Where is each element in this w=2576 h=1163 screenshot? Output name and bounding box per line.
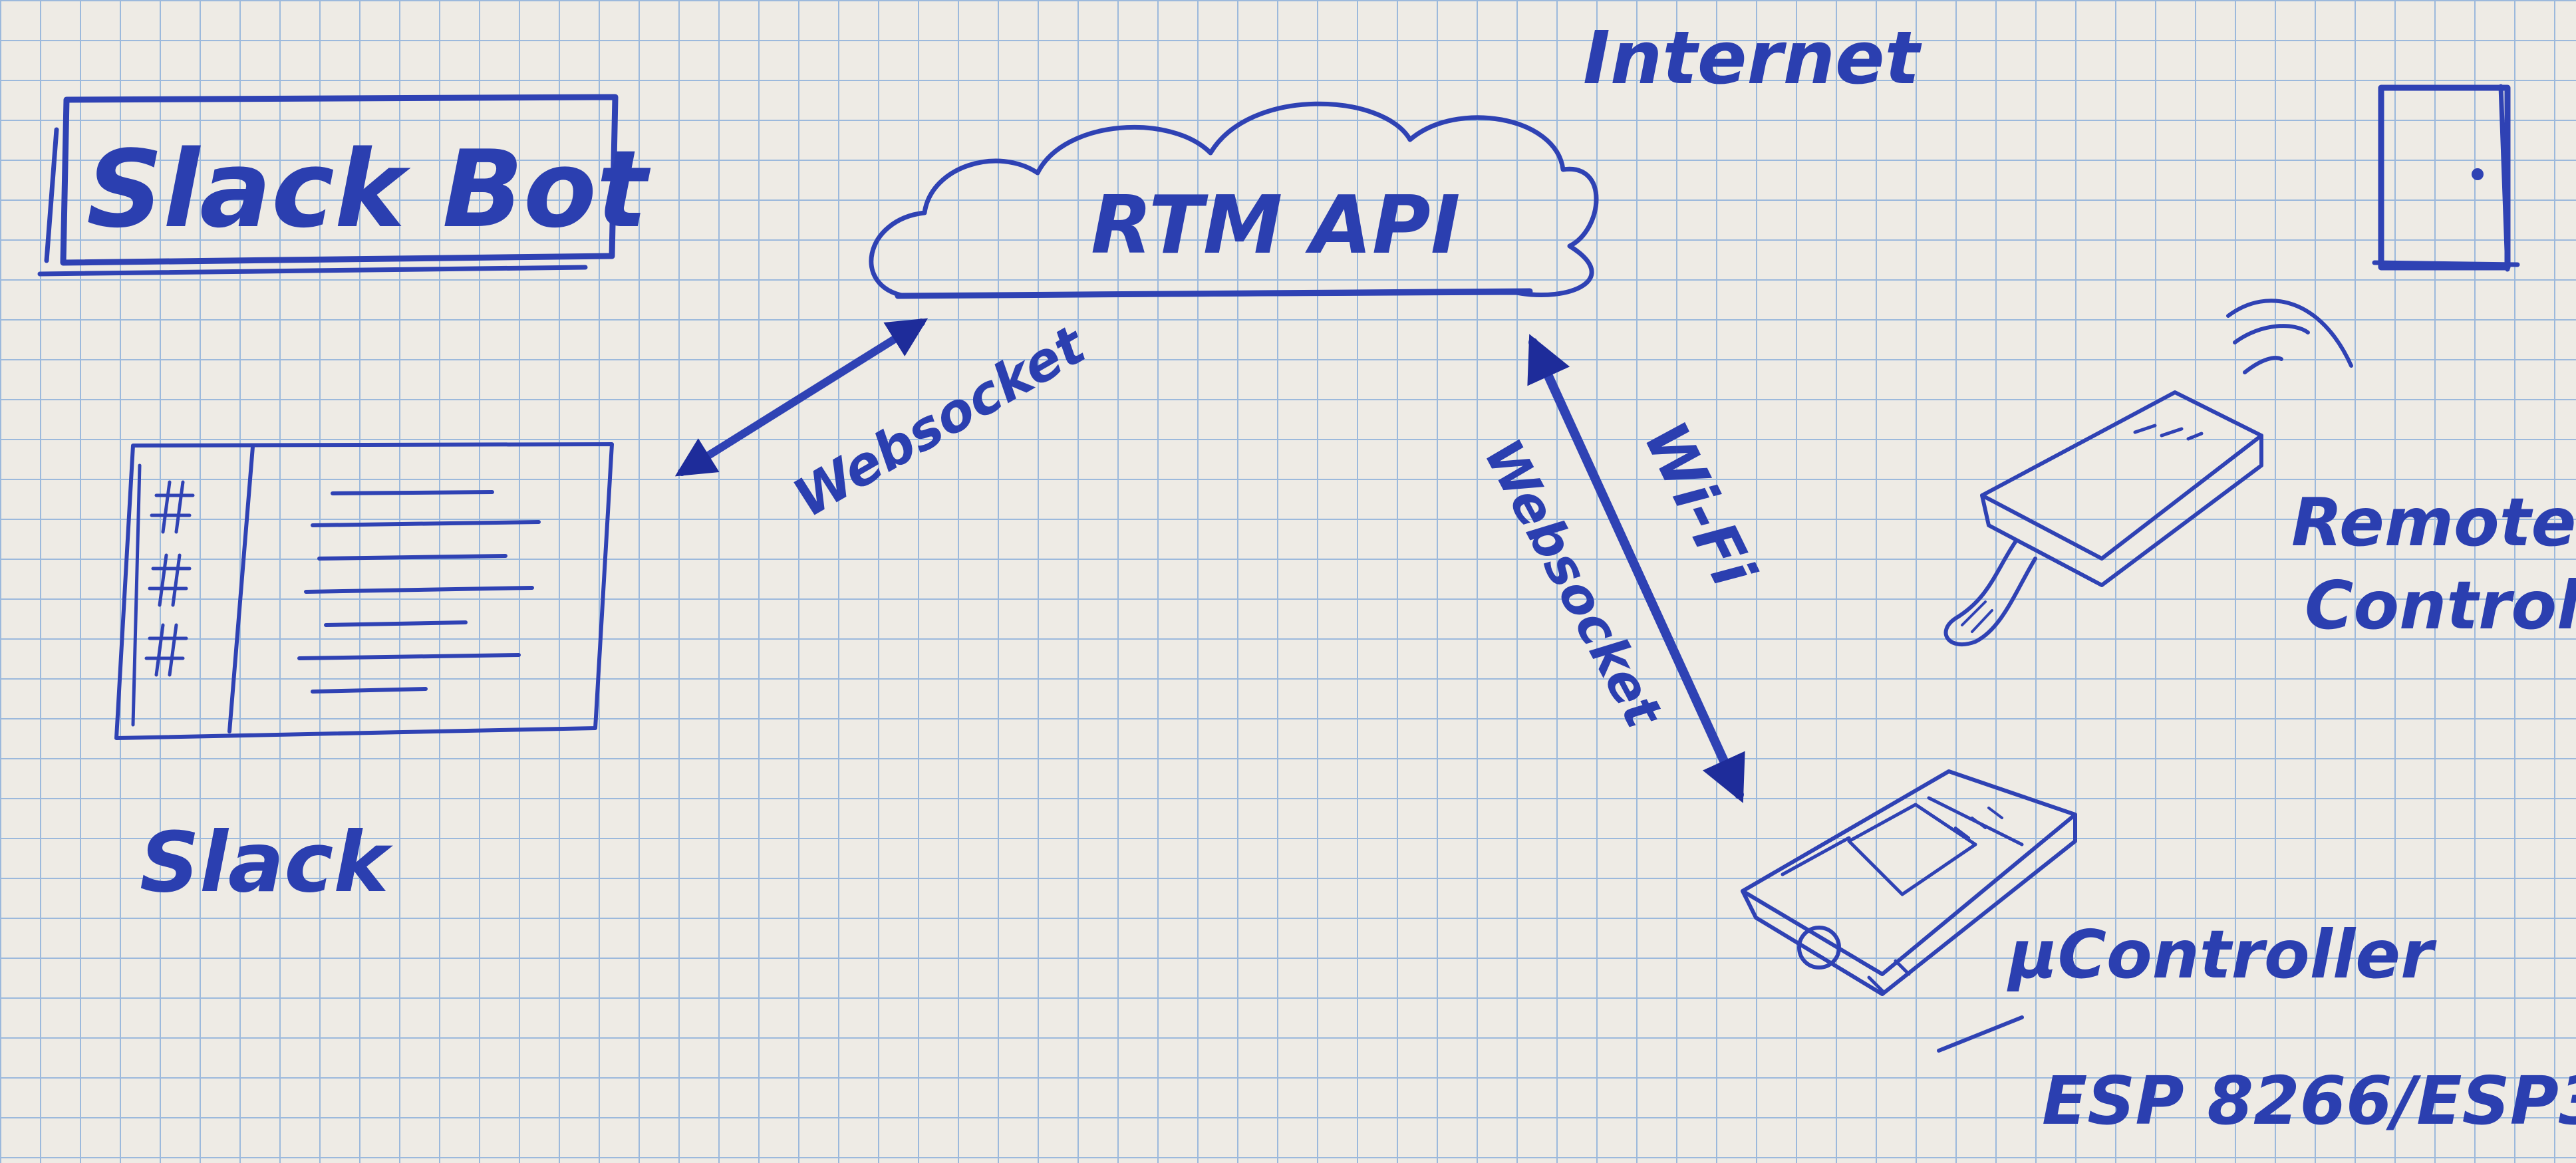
- controller-underline: [1937, 1015, 2024, 1053]
- controller-label-line1: µController: [2007, 916, 2437, 993]
- door-icon: [2372, 84, 2520, 272]
- slack-window-icon: [114, 442, 614, 740]
- remote-control-icon: [1943, 390, 2263, 647]
- remote-label-line2: Control: [2305, 567, 2576, 644]
- rtm-api-cloud: RTM API: [869, 101, 1599, 299]
- microcontroller-board-icon: [1741, 769, 2077, 996]
- controller-label-line2: ESP 8266/ESP32: [2042, 1062, 2576, 1140]
- rtm-api-label: RTM API: [1091, 180, 1461, 272]
- page-title: Slack Bot: [86, 127, 651, 251]
- slack-label: Slack: [140, 815, 393, 911]
- internet-label: Internet: [1583, 15, 1922, 100]
- remote-label-line1: Remote: [2291, 483, 2576, 561]
- title-box: Slack Bot: [37, 94, 651, 277]
- websocket-arrow: [674, 318, 929, 477]
- signal-waves-icon: [2226, 299, 2353, 374]
- wifi-arrow: [1527, 334, 1745, 803]
